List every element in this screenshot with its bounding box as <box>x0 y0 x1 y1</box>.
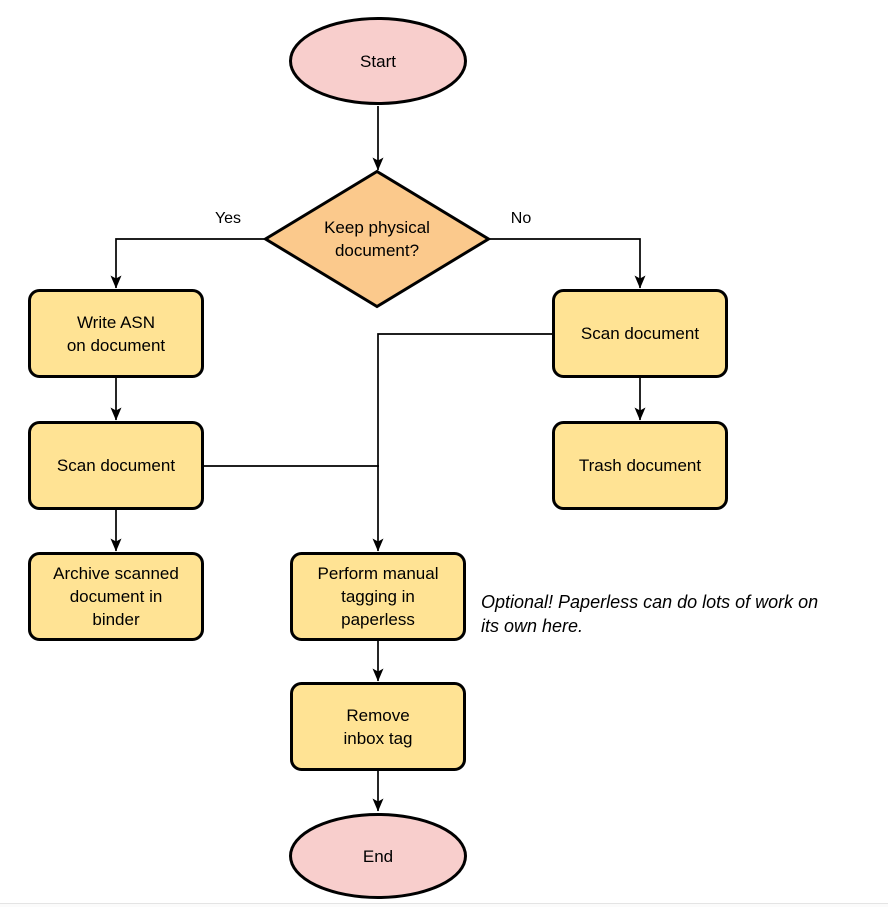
node-trash-label: Trash document <box>578 456 702 475</box>
page-bottom-divider <box>0 903 888 904</box>
node-end-label: End <box>362 846 394 866</box>
node-write-asn: Write ASN on document <box>28 289 204 378</box>
node-archive-label: Archive scanned document in binder <box>53 564 179 629</box>
process-rect-shape <box>28 421 204 510</box>
node-scan-left-label: Scan document <box>56 456 176 475</box>
process-rect-shape <box>28 552 204 641</box>
process-rect-shape <box>290 552 466 641</box>
process-rect-shape <box>28 289 204 378</box>
edge-scan-right-to-tagging <box>372 333 552 552</box>
edge-label-no: No <box>510 210 532 227</box>
node-remove-inbox-label: Remove inbox tag <box>343 705 413 748</box>
edge-label-yes: Yes <box>214 210 242 227</box>
process-rect-shape <box>552 421 728 510</box>
start-terminal-shape <box>289 17 467 105</box>
node-scan-right-label: Scan document <box>580 324 700 343</box>
node-trash-document: Trash document <box>552 421 728 510</box>
node-write-asn-label: Write ASN on document <box>66 312 166 355</box>
note-optional-paperless: Optional! Paperless can do lots of work … <box>481 592 819 636</box>
node-decision-keep-physical: Keep physical document? <box>263 169 491 309</box>
node-remove-inbox-tag: Remove inbox tag <box>290 682 466 771</box>
process-rect-shape <box>552 289 728 378</box>
end-terminal-shape <box>289 813 467 899</box>
edge-decision-no-to-scan-right <box>490 238 646 289</box>
node-scan-document-right: Scan document <box>552 289 728 378</box>
node-archive-binder: Archive scanned document in binder <box>28 552 204 641</box>
node-manual-tagging: Perform manual tagging in paperless <box>290 552 466 641</box>
edge-decision-yes-to-write-asn <box>110 238 264 289</box>
decision-diamond-shape <box>263 169 491 309</box>
node-scan-document-left: Scan document <box>28 421 204 510</box>
node-decision-label: Keep physical document? <box>324 218 430 260</box>
node-end: End <box>288 812 468 900</box>
page-bottom-margin <box>0 904 888 907</box>
node-start-label: Start <box>360 51 396 71</box>
node-start: Start <box>288 16 468 106</box>
node-tagging-label: Perform manual tagging in paperless <box>317 564 439 629</box>
process-rect-shape <box>290 682 466 771</box>
